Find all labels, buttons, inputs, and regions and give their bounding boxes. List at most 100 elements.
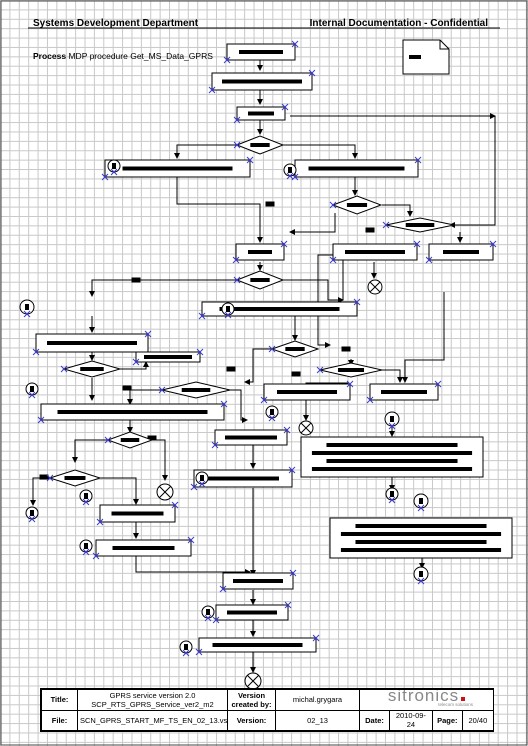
flow-arrow: [283, 279, 344, 303]
connector-circle: [385, 487, 399, 504]
redacted-text: [131, 277, 141, 283]
redacted-text: [219, 307, 340, 311]
process-box: [212, 601, 292, 624]
date-value: 2010-09-24: [389, 710, 433, 730]
redacted-text: [337, 368, 365, 372]
process-box: [198, 298, 361, 320]
file-value: SCN_GPRS_START_MF_TS_EN_02_13.vsd: [77, 709, 228, 731]
redacted-text: [239, 50, 283, 54]
redacted-text: [57, 410, 208, 414]
confidential-header: Internal Documentation - Confidential: [309, 18, 488, 29]
flow-arrow: [449, 116, 496, 228]
flow-arrow: [176, 177, 263, 243]
redacted-text: [248, 250, 272, 254]
terminator-x: [298, 420, 314, 436]
redacted-text: [409, 55, 421, 59]
connector-lines: [30, 60, 496, 673]
redacted-text: [39, 474, 49, 480]
redacted-text: [226, 366, 236, 372]
redacted-text: [233, 579, 283, 583]
process-box: [92, 536, 195, 560]
connector-circle: [413, 493, 429, 512]
decision-diamond: [233, 270, 285, 290]
redacted-text: [250, 278, 270, 282]
process-box: [233, 103, 289, 124]
decision-diamond: [46, 469, 102, 487]
flow-arrow: [100, 477, 139, 505]
connector-circle: [221, 302, 235, 319]
flow-arrow: [317, 254, 344, 348]
redacted-text: [291, 371, 301, 377]
redacted-text: [326, 459, 458, 463]
process-box: [223, 40, 299, 64]
process-box: [32, 330, 152, 356]
flow-arrow: [381, 369, 403, 383]
redacted-text: [120, 438, 140, 442]
page-label: Page:: [432, 710, 463, 730]
connector-circle: [79, 539, 93, 556]
redacted-text: [340, 548, 502, 552]
redacted-text: [381, 390, 427, 394]
redacted-text: [311, 451, 473, 455]
decision-diamond: [104, 431, 154, 449]
redacted-text: [47, 341, 137, 345]
redacted-text: [122, 385, 132, 391]
flow-arrow: [244, 348, 273, 385]
flow-arrow: [283, 144, 358, 159]
process-box: [329, 517, 513, 559]
redacted-text: [225, 435, 277, 440]
connector-circle: [384, 411, 400, 430]
redacted-text: [111, 511, 164, 516]
connector-circle: [283, 163, 297, 180]
connector-circle: [413, 566, 429, 585]
process-name: MDP procedure Get_MS_Data_GPRS: [68, 51, 213, 61]
flow-arrow: [152, 439, 168, 481]
connector-circle: [179, 640, 193, 657]
flow-arrow: [72, 439, 108, 463]
process-box: [96, 501, 179, 526]
process-title: Process MDP procedure Get_MS_Data_GPRS: [33, 51, 213, 61]
redacted-text: [285, 347, 305, 351]
process-box: [329, 240, 421, 264]
connector-circle: [195, 471, 209, 488]
process-box: [232, 240, 288, 264]
flow-arrow: [382, 204, 413, 217]
process-box: [211, 426, 291, 449]
process-box: [101, 156, 254, 181]
redacted-text: [212, 643, 303, 647]
terminator-x: [367, 279, 383, 295]
department-header: Systems Development Department: [33, 18, 199, 29]
version-value: 02_13: [275, 709, 360, 731]
redacted-text: [181, 388, 211, 392]
connector-circle: [19, 299, 35, 318]
redacted-text: [326, 443, 458, 447]
connector-circle: [79, 489, 93, 506]
terminator-x: [156, 483, 174, 501]
decision-diamond: [158, 381, 231, 399]
redacted-text: [112, 546, 175, 550]
redacted-text: [265, 201, 275, 207]
redacted-text: [207, 476, 279, 481]
decision-diamond: [382, 217, 455, 233]
connector-circle: [201, 605, 215, 622]
flow-arrow: [174, 144, 237, 159]
version-created-by-label: Version created by:: [227, 689, 276, 711]
redacted-text: [405, 223, 435, 227]
process-box: [195, 634, 320, 656]
redacted-text: [341, 346, 351, 352]
process-box: [219, 569, 297, 593]
redacted-text: [64, 476, 86, 480]
process-box: [208, 69, 316, 94]
redacted-text: [346, 203, 368, 207]
flow-arrow: [120, 361, 149, 370]
process-box: [132, 348, 204, 366]
redacted-text: [311, 467, 473, 471]
decision-diamond: [316, 362, 383, 378]
process-label: Process: [33, 51, 67, 61]
flow-arrow: [402, 292, 445, 383]
page-value: 20/40: [468, 715, 488, 725]
